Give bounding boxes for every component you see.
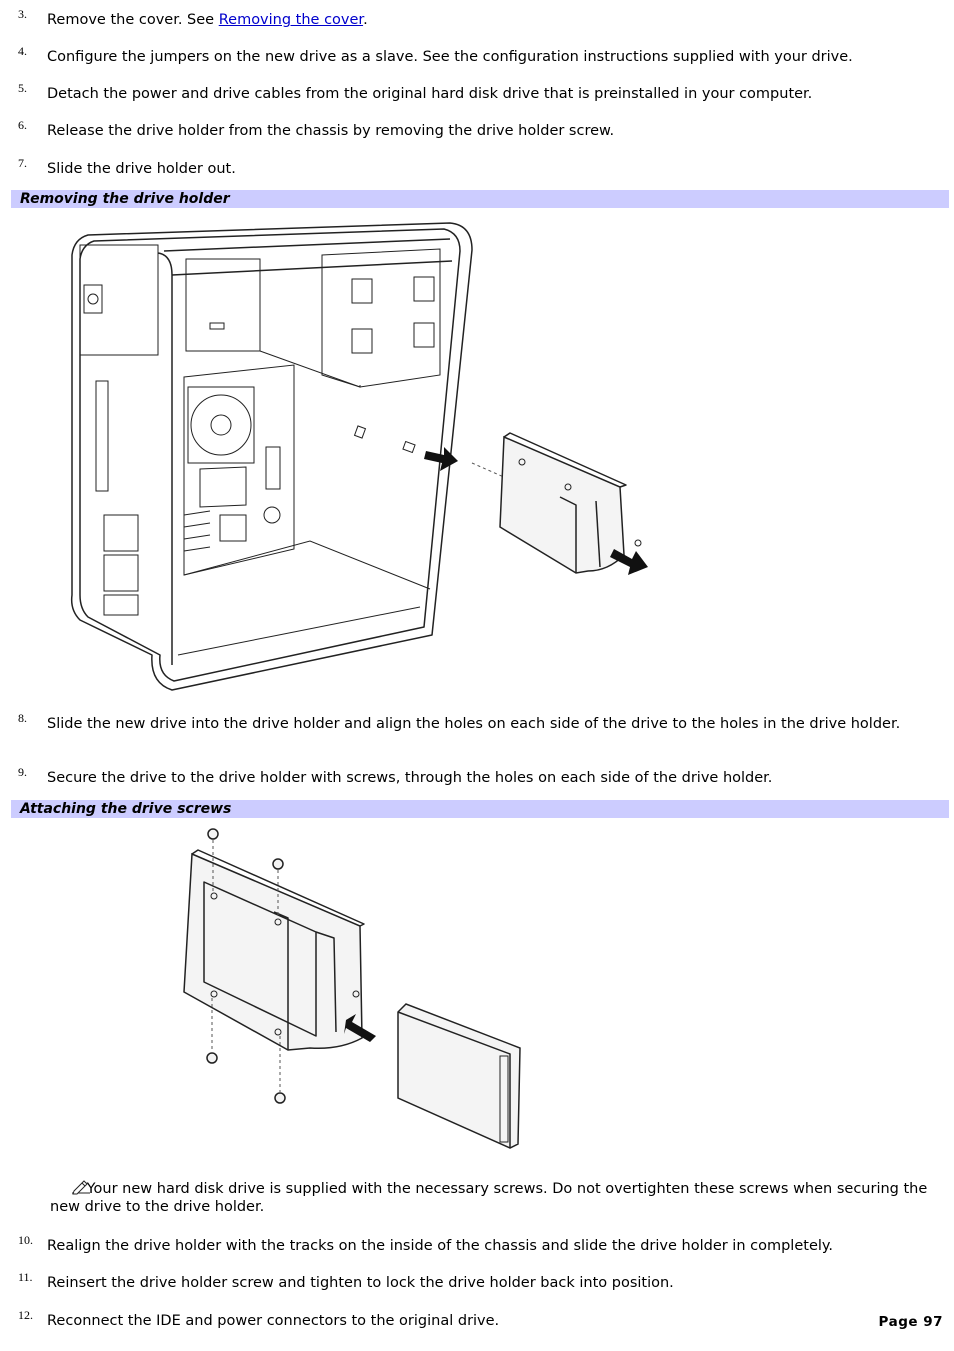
note: Your new hard disk drive is supplied wit… [50,1179,945,1216]
step-text: Slide the drive holder out. [47,161,236,177]
step-text: Secure the drive to the drive holder wit… [47,770,773,786]
step-text: Detach the power and drive cables from t… [47,86,813,102]
step-number: 8. [18,711,27,725]
step-number: 11. [18,1270,33,1284]
step-number: 12. [18,1308,33,1322]
step-number: 4. [18,44,27,58]
step-number: 7. [18,156,27,170]
step-text: Reinsert the drive holder screw and tigh… [47,1275,674,1291]
step-text: Configure the jumpers on the new drive a… [47,49,853,65]
note-text: Your new hard disk drive is supplied wit… [50,1181,928,1215]
step-text: Reconnect the IDE and power connectors t… [47,1313,500,1329]
step-number: 3. [18,7,27,21]
step-text: Release the drive holder from the chassi… [47,123,615,139]
note-pencil-icon [60,1179,90,1195]
figure-caption-attaching-drive-screws: Attaching the drive screws [11,800,949,818]
figure-caption-removing-drive-holder: Removing the drive holder [11,190,949,208]
step-text: Realign the drive holder with the tracks… [47,1238,834,1254]
step-number: 9. [18,765,27,779]
chassis-illustration [70,222,648,691]
step-number: 6. [18,118,27,132]
drive-screws-illustration [183,828,521,1149]
step-number: 5. [18,81,27,95]
removing-cover-link[interactable]: Removing the cover [218,12,364,28]
page-number: Page 97 [878,1314,943,1330]
step-text: Remove the cover. See Removing the cover… [47,12,368,28]
screw-icon [206,828,286,1104]
step-number: 10. [18,1233,33,1247]
step-text: Slide the new drive into the drive holde… [47,716,901,732]
